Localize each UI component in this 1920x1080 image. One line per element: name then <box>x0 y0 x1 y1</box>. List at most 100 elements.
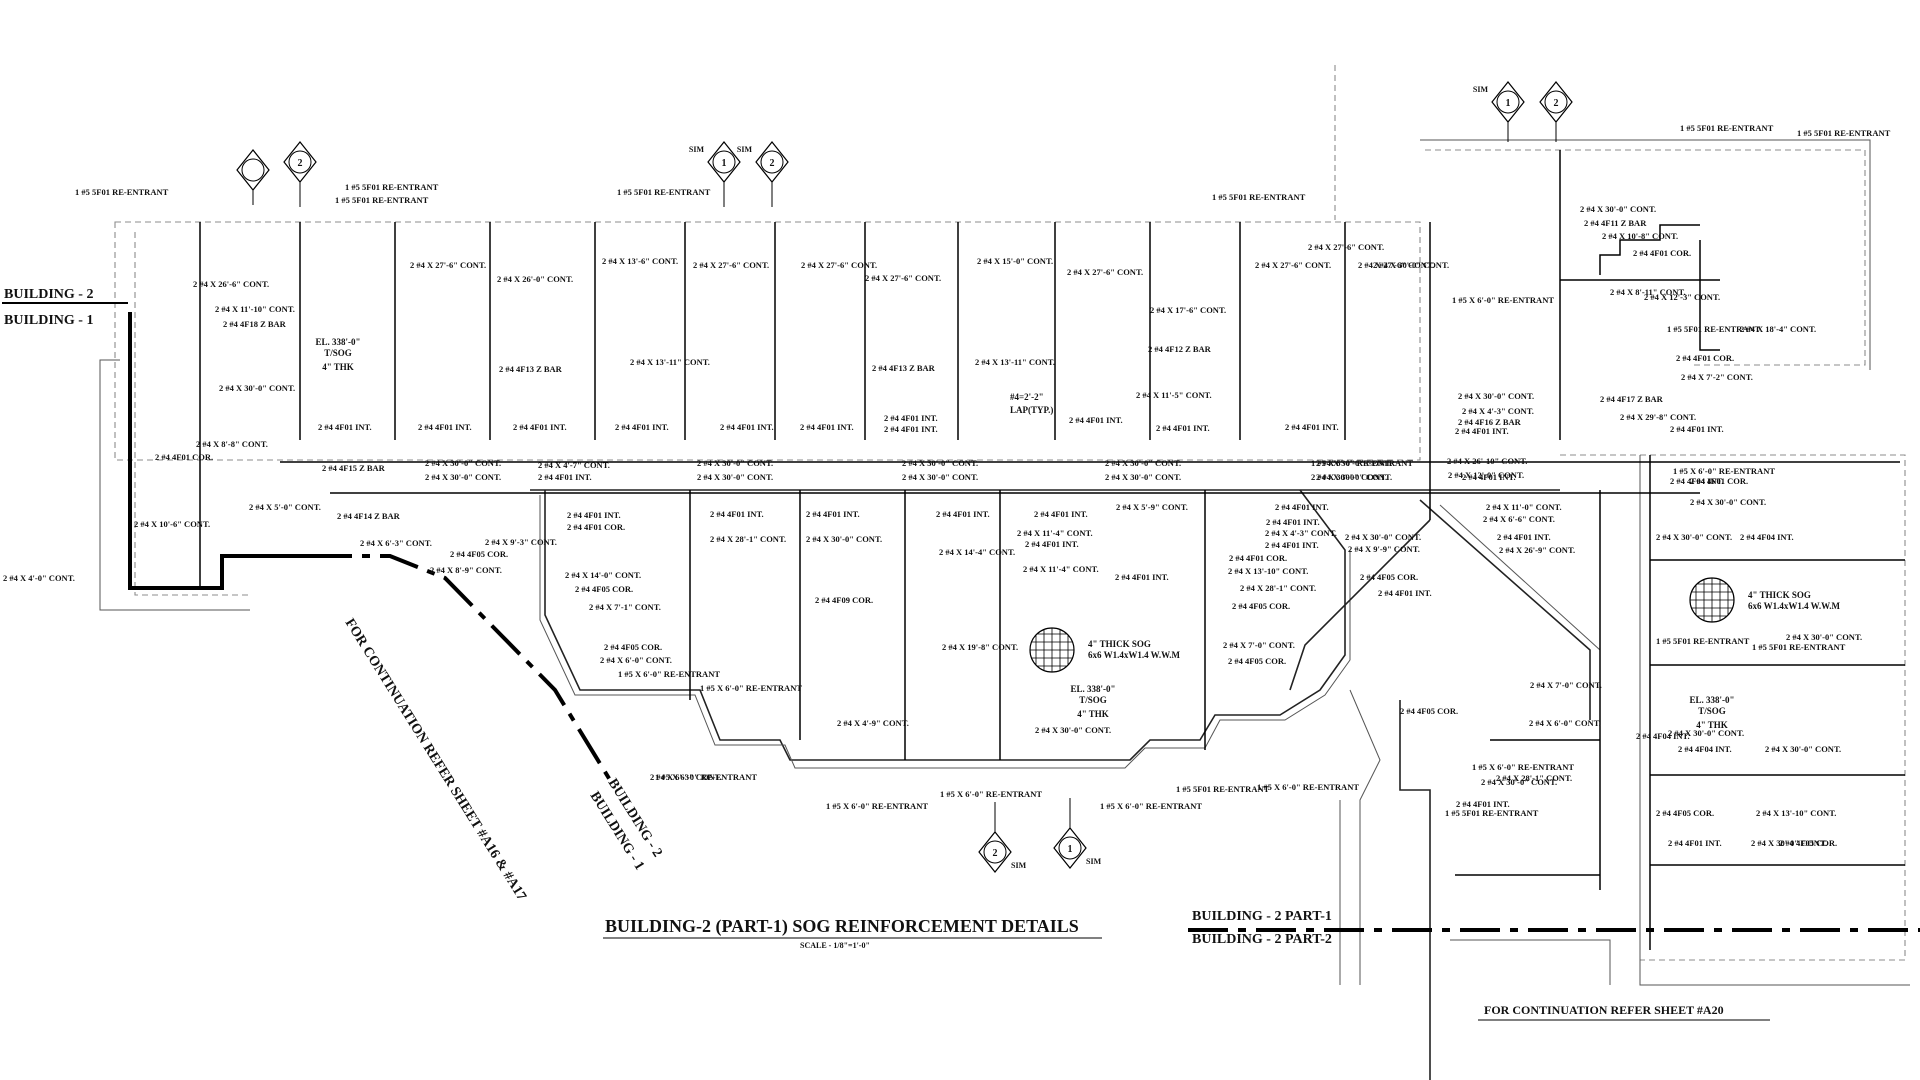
slab-note: EL. 338'-0" T/SOG 4" THK <box>1071 684 1116 719</box>
rebar-callout: 2 #4 4F01 INT. <box>538 472 592 482</box>
rebar-callout: 2 #4 X 6'-0" CONT. <box>1529 718 1601 728</box>
building-tag: BUILDING - 1 <box>4 313 93 328</box>
slab-note: EL. 338'-0" T/SOG 4" THK <box>316 337 361 372</box>
rebar-callout: 2 #4 4F09 COR. <box>815 595 873 605</box>
rebar-callout: 2 #4 4F01 INT. <box>1275 502 1329 512</box>
rebar-callout: 2 #4 4F01 INT. <box>1670 424 1724 434</box>
rebar-callout: 2 #4 4F01 INT. <box>884 424 938 434</box>
rebar-callout: 2 #4 X 28'-1" CONT. <box>710 534 786 544</box>
rebar-callout: 1 #5 X 6'-0" RE-ENTRANT <box>618 669 720 679</box>
rebar-callout: 2 #4 X 4'-0" CONT. <box>3 573 75 583</box>
section-marker-2[interactable]: 2 <box>283 141 317 207</box>
rebar-callout: 2 #4 X 11'-10" CONT. <box>215 304 295 314</box>
rebar-callout: 2 #4 4F13 Z BAR <box>499 364 563 374</box>
rebar-callout: 2 #4 X 13'-10" CONT. <box>1756 808 1836 818</box>
rebar-callout: 2 #4 X 30'-0" CONT. <box>1316 472 1392 482</box>
rebar-callout: 2 #4 4F18 Z BAR <box>223 319 287 329</box>
rebar-callout: 2 #4 X 30'-0" CONT. <box>1765 744 1841 754</box>
rebar-callout: 2 #4 4F01 INT. <box>1069 415 1123 425</box>
rebar-callout: 2 #4 4F13 Z BAR <box>872 363 936 373</box>
room-partitions <box>199 150 1905 950</box>
rebar-callout: 2 #4 X 5'-9" CONT. <box>1116 502 1188 512</box>
rebar-callout: 2 #4 X 17'-6" CONT. <box>1150 305 1226 315</box>
rebar-callout: 2 #4 4F05 COR. <box>575 584 633 594</box>
section-marker-sim-6[interactable]: 1 SIM <box>1053 798 1102 869</box>
rebar-callout: 2 #4 X 30'-0" CONT. <box>1690 497 1766 507</box>
rebar-callout: 2 #4 X 30'-0" CONT. <box>1751 838 1827 848</box>
wire-mesh-symbols <box>1029 577 1735 673</box>
rebar-callout: 2 #4 X 4'-3" CONT. <box>1265 528 1337 538</box>
rebar-callout: 2 #4 4F01 INT. <box>567 510 621 520</box>
rebar-callout: 2 #4 X 7'-0" CONT. <box>1530 680 1602 690</box>
section-markers: 2 1 SIM 2 SIM 1 SIM 2 2 SI <box>236 81 1573 873</box>
svg-text:T/SOG: T/SOG <box>1079 695 1107 705</box>
rebar-callout: 2 #4 X 8'-8" CONT. <box>196 439 268 449</box>
rebar-callout: 2 #4 4F11 Z BAR <box>1584 218 1647 228</box>
section-marker-number: 1 <box>722 158 727 169</box>
rebar-callout: 2 #4 X 30'-0" CONT. <box>806 534 882 544</box>
rebar-callout: 2 #4 X 4'-3" CONT. <box>1462 406 1534 416</box>
rebar-callout: 2 #4 4F01 COR. <box>1633 248 1691 258</box>
svg-text:EL. 338'-0": EL. 338'-0" <box>316 337 361 347</box>
rebar-callout: 2 #4 X 30'-0" CONT. <box>902 458 978 468</box>
rebar-callout: 2 #4 X 10'-6" CONT. <box>134 519 210 529</box>
rebar-callout: 2 #4 X 11'-4" CONT. <box>1023 564 1099 574</box>
section-marker-sim-1[interactable]: 1 SIM <box>689 141 741 207</box>
rebar-callout: 1 #5 5F01 RE-ENTRANT <box>617 187 711 197</box>
rebar-callout: 2 #4 X 30'-0" CONT. <box>1481 777 1557 787</box>
rebar-callout: 2 #4 X 11'-4" CONT. <box>1017 528 1093 538</box>
rebar-callout: 2 #4 4F01 INT. <box>1668 838 1722 848</box>
svg-text:#4=2'-2": #4=2'-2" <box>1010 392 1044 402</box>
rebar-callout: 1 #5 X 6'-0" RE-ENTRANT <box>1311 458 1413 468</box>
rebar-callout: 2 #4 X 6'-0" CONT. <box>600 655 672 665</box>
rebar-callout: 2 #4 4F14 Z BAR <box>337 511 401 521</box>
rebar-callout: 2 #4 4F01 INT. <box>720 422 774 432</box>
section-marker-1[interactable] <box>236 149 270 205</box>
rebar-callout: 2 #4 X 30'-0" CONT. <box>1105 458 1181 468</box>
rebar-callout: 2 #4 X 30'-0" CONT. <box>1345 532 1421 542</box>
rebar-callouts: 1 #5 5F01 RE-ENTRANT 1 #5 5F01 RE-ENTRANT… <box>3 123 1891 848</box>
rebar-callout: 1 #5 5F01 RE-ENTRANT <box>1212 192 1306 202</box>
rebar-callout: 2 #4 X 13'-11" CONT. <box>975 357 1055 367</box>
rebar-callout: 2 #4 X 26'-10" CONT. <box>1447 456 1527 466</box>
rebar-callout: 2 #4 4F04 INT. <box>1636 731 1690 741</box>
rebar-callout: 1 #5 X 6'-0" RE-ENTRANT <box>1673 466 1775 476</box>
rebar-callout: 2 #4 4F01 INT. <box>1266 517 1320 527</box>
rebar-callout: 2 #4 X 18'-4" CONT. <box>1740 324 1816 334</box>
rebar-callout: 2 #4 X 30'-0" CONT. <box>697 458 773 468</box>
rebar-callout: 2 #4 X 6'-6" CONT. <box>1483 514 1555 524</box>
rebar-callout: 2 #4 X 7'-2" CONT. <box>1681 372 1753 382</box>
rebar-callout: 2 #4 4F01 INT. <box>1285 422 1339 432</box>
rebar-callout: 2 #4 X 27'-6" CONT. <box>1358 260 1434 270</box>
rebar-callout: 2 #4 X 12'-0" CONT. <box>1448 470 1524 480</box>
section-marker-4[interactable]: 2 <box>1539 81 1573 142</box>
rebar-callout: 2 #4 X 11'-0" CONT. <box>1486 502 1562 512</box>
rebar-callout: 2 #4 X 26'-0" CONT. <box>497 274 573 284</box>
rebar-callout: 2 #4 X 30'-0" CONT. <box>1786 632 1862 642</box>
rebar-callout: 2 #4 X 27'-6" CONT. <box>1255 260 1331 270</box>
rebar-callout: 1 #5 X 6'-0" RE-ENTRANT <box>1257 782 1359 792</box>
svg-text:T/SOG: T/SOG <box>1698 706 1726 716</box>
section-marker-sim-5[interactable]: 2 SIM <box>978 802 1027 873</box>
rebar-callout: 1 #5 X 6'-0" RE-ENTRANT <box>1100 801 1202 811</box>
rebar-callout: 2 #4 4F01 INT. <box>884 413 938 423</box>
rebar-callout: 2 #4 4F15 Z BAR <box>322 463 386 473</box>
rebar-callout: 2 #4 4F01 INT. <box>1034 509 1088 519</box>
rebar-callout: 2 #4 X 15'-0" CONT. <box>977 256 1053 266</box>
rebar-callout: 2 #4 4F01 COR. <box>155 452 213 462</box>
svg-text:EL. 338'-0": EL. 338'-0" <box>1690 695 1735 705</box>
section-marker-sim-3[interactable]: 1 SIM <box>1473 81 1525 142</box>
rebar-callout: 2 #4 4F01 COR. <box>1229 553 1287 563</box>
lap-note: #4=2'-2" LAP(TYP.) <box>1010 392 1053 415</box>
rebar-callout: 2 #4 X 30'-0" CONT. <box>1316 458 1392 468</box>
rebar-callout: 1 #5 X 6'-0" RE-ENTRANT <box>826 801 928 811</box>
rebar-callout: 2 #4 4F01 INT. <box>1462 472 1516 482</box>
section-marker-number: 2 <box>770 158 775 169</box>
continuation-note: FOR CONTINUATION REFER SHEET #A20 <box>1484 1003 1724 1017</box>
rebar-callout: 2 #4 X 7'-1" CONT. <box>589 602 661 612</box>
section-marker-sim-2[interactable]: 2 SIM <box>737 141 789 207</box>
sim-label: SIM <box>1473 85 1489 94</box>
rebar-callout: 2 #4 4F01 INT. <box>710 509 764 519</box>
svg-text:6x6 W1.4xW1.4 W.W.M: 6x6 W1.4xW1.4 W.W.M <box>1748 601 1841 611</box>
